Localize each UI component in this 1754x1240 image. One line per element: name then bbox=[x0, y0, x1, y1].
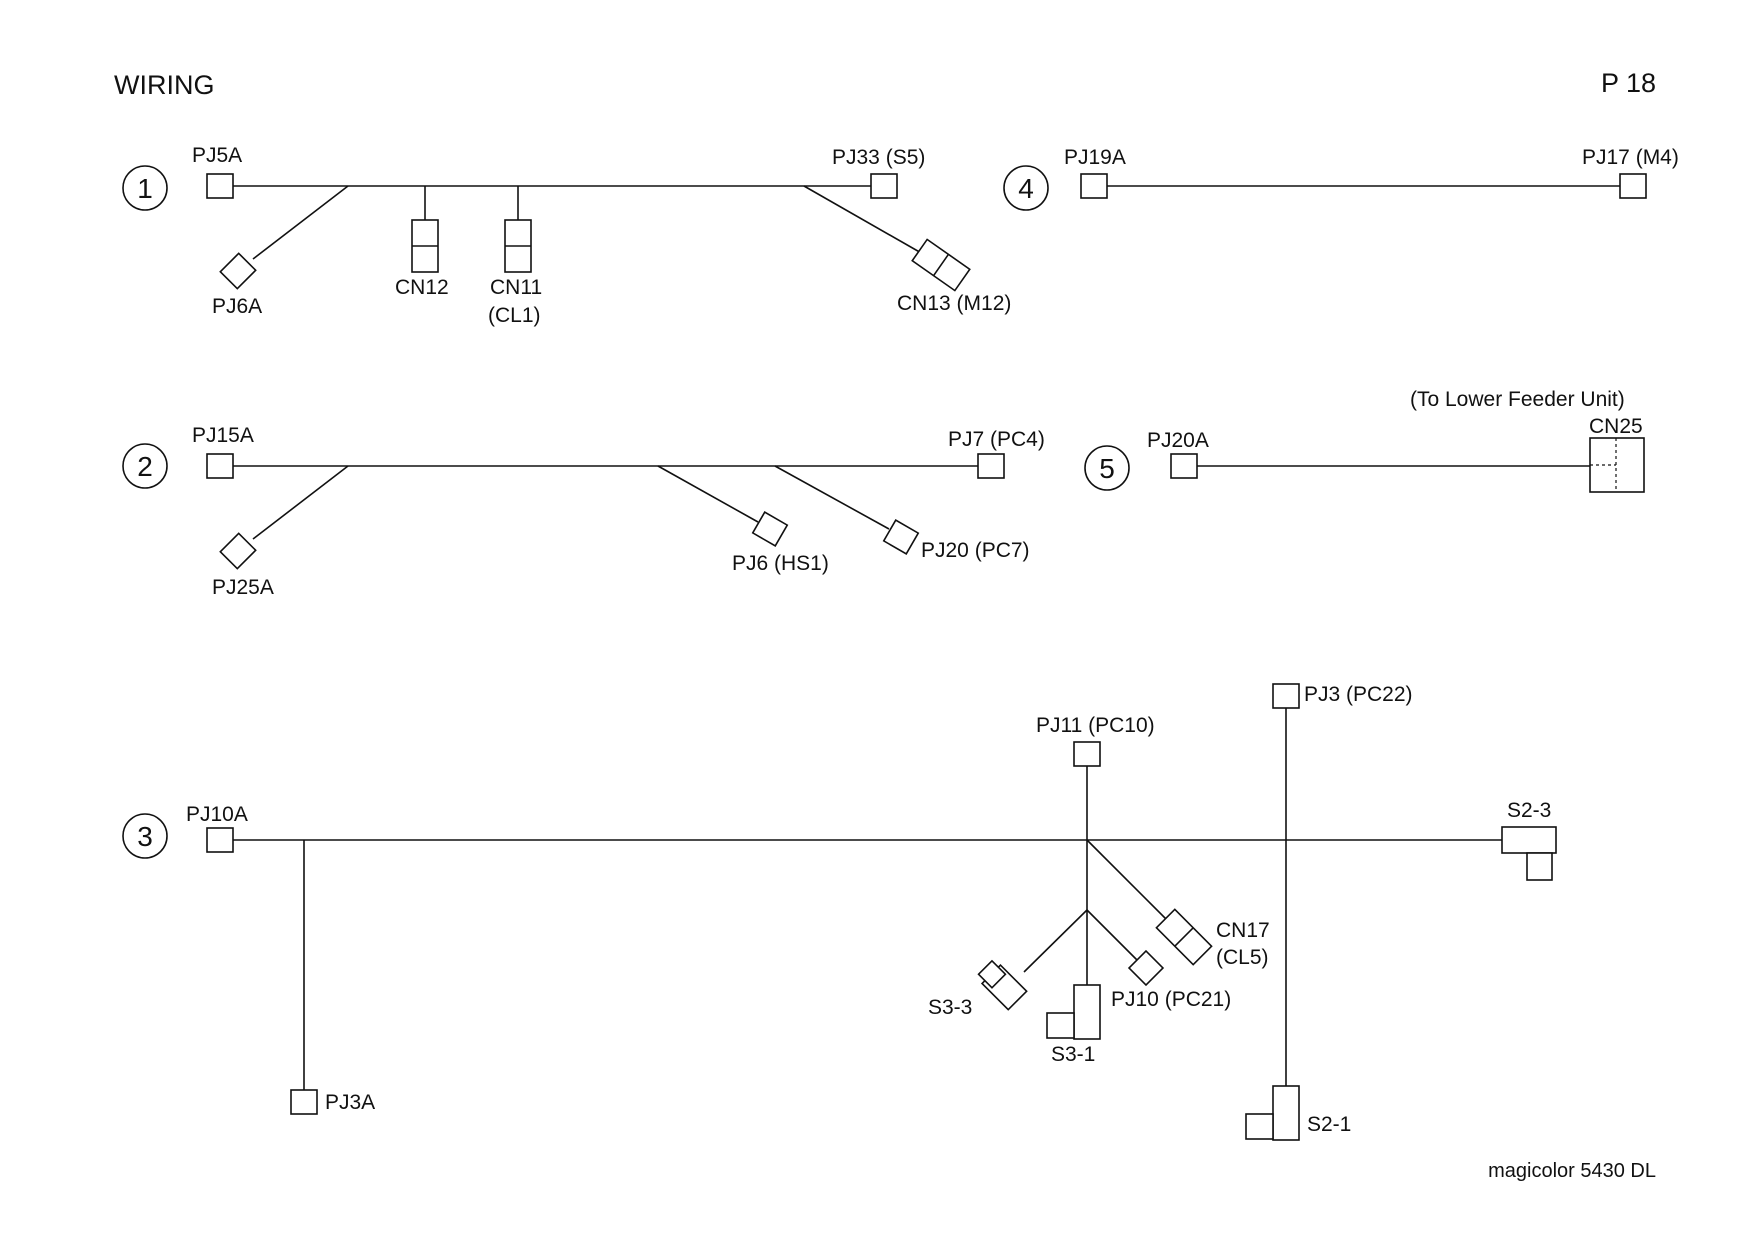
connector bbox=[1272, 1085, 1300, 1141]
connector-label: PJ20A bbox=[1147, 429, 1209, 452]
harness-number: 2 bbox=[137, 451, 153, 482]
connector bbox=[1526, 852, 1553, 881]
model-footer: magicolor 5430 DL bbox=[1488, 1160, 1656, 1182]
connector-label: PJ6A bbox=[212, 295, 262, 318]
connector-label: (CL1) bbox=[488, 304, 541, 327]
connector-label: PJ3 (PC22) bbox=[1304, 683, 1413, 706]
wire bbox=[1086, 909, 1139, 962]
connector-divider bbox=[1174, 927, 1194, 947]
connector-label: CN25 bbox=[1589, 415, 1643, 438]
wire bbox=[657, 465, 759, 523]
connector-body bbox=[977, 959, 1007, 989]
connector-label: S3-1 bbox=[1051, 1043, 1095, 1066]
harness-3: 3 PJ10A PJ3A PJ11 (PC10) PJ3 (PC22) S2-3 bbox=[122, 683, 1557, 1141]
connector-divider bbox=[932, 253, 950, 277]
connector bbox=[1127, 949, 1165, 987]
wire bbox=[774, 465, 890, 530]
harness-number: 1 bbox=[137, 173, 153, 204]
connector bbox=[1501, 826, 1557, 854]
connector-label: CN13 (M12) bbox=[897, 292, 1011, 315]
connector bbox=[1619, 173, 1647, 199]
wire bbox=[1023, 909, 1088, 973]
connector-label: PJ33 (S5) bbox=[832, 146, 925, 169]
connector bbox=[1272, 683, 1300, 709]
harness-number: 3 bbox=[137, 821, 153, 852]
connector-label: S2-1 bbox=[1307, 1113, 1351, 1136]
connector bbox=[1245, 1113, 1274, 1140]
connector bbox=[219, 252, 257, 290]
harness-number-circle bbox=[122, 813, 168, 859]
harness-number: 4 bbox=[1018, 173, 1034, 204]
connector-label: PJ11 (PC10) bbox=[1036, 714, 1155, 737]
page-title: WIRING bbox=[114, 70, 215, 100]
connector bbox=[751, 511, 789, 547]
connector bbox=[1073, 741, 1101, 767]
connector bbox=[290, 1089, 318, 1115]
connector bbox=[870, 173, 898, 199]
connector-label: PJ6 (HS1) bbox=[732, 552, 829, 575]
page-number: P 18 bbox=[1600, 68, 1656, 98]
connector-label: PJ10 (PC21) bbox=[1111, 988, 1231, 1011]
connector-label: PJ20 (PC7) bbox=[921, 539, 1030, 562]
connector bbox=[206, 827, 234, 853]
harness-number-circle bbox=[1003, 165, 1049, 211]
connector bbox=[977, 453, 1005, 479]
harness-number: 5 bbox=[1099, 453, 1115, 484]
harness-4: 4 PJ19A PJ17 (M4) bbox=[1003, 146, 1679, 211]
connector-label: PJ5A bbox=[192, 144, 242, 167]
connector-label: PJ10A bbox=[186, 803, 248, 826]
wire bbox=[1086, 839, 1173, 926]
connector bbox=[1073, 984, 1101, 1040]
connector bbox=[1170, 453, 1198, 479]
connector bbox=[977, 959, 1028, 1011]
connector-label: PJ7 (PC4) bbox=[948, 428, 1045, 451]
connector-note: (To Lower Feeder Unit) bbox=[1410, 388, 1625, 411]
harness-number-circle bbox=[1084, 445, 1130, 491]
connector bbox=[882, 519, 920, 555]
harness-5: 5 PJ20A (To Lower Feeder Unit) CN25 bbox=[1084, 388, 1645, 493]
harness-number-circle bbox=[122, 443, 168, 489]
connector-label: CN11 bbox=[490, 276, 542, 299]
connector-label: CN17 bbox=[1216, 919, 1270, 942]
connector bbox=[219, 532, 257, 570]
connector bbox=[1046, 1012, 1075, 1039]
connector-label: PJ15A bbox=[192, 424, 254, 447]
wire bbox=[252, 465, 349, 540]
connector-label: PJ17 (M4) bbox=[1582, 146, 1679, 169]
connector-label: S3-3 bbox=[928, 996, 972, 1019]
connector-label: CN12 bbox=[395, 276, 449, 299]
wire bbox=[803, 185, 924, 255]
connector-label: S2-3 bbox=[1507, 799, 1551, 822]
connector bbox=[911, 238, 971, 292]
connector-label: (CL5) bbox=[1216, 946, 1269, 969]
connector bbox=[206, 173, 234, 199]
connector bbox=[1155, 908, 1213, 966]
harness-number-circle bbox=[122, 165, 168, 211]
connector-label: PJ25A bbox=[212, 576, 274, 599]
connector-label: PJ3A bbox=[325, 1091, 375, 1114]
harness-1: 1 PJ5A PJ33 (S5) PJ6A CN12 CN11 (CL1) bbox=[122, 144, 1011, 327]
harness-2: 2 PJ15A PJ7 (PC4) PJ25A PJ6 (HS1) PJ20 (… bbox=[122, 424, 1045, 599]
connector bbox=[206, 453, 234, 479]
connector bbox=[1080, 173, 1108, 199]
connector-label: PJ19A bbox=[1064, 146, 1126, 169]
wire bbox=[252, 185, 349, 260]
